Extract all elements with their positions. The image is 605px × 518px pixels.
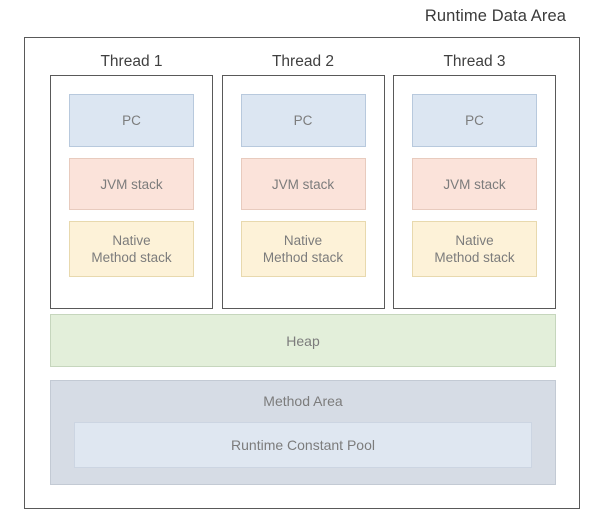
native-method-stack-text-3: Native Method stack: [434, 232, 514, 266]
thread-label-1: Thread 1: [100, 53, 163, 70]
method-area-block: Method Area Runtime Constant Pool: [50, 380, 556, 485]
native-line-1: Native: [112, 233, 151, 248]
jvm-stack-block-2: JVM stack: [240, 158, 366, 210]
native-line-2: Method stack: [262, 250, 344, 265]
thread-column-2: Thread 2 PC JVM stack Native Method stac…: [221, 49, 385, 309]
native-method-stack-block-3: Native Method stack: [412, 221, 537, 277]
thread-box-3: PC JVM stack Native Method stack: [393, 75, 556, 309]
pc-register-block-3: PC: [412, 94, 537, 147]
jvm-stack-block-3: JVM stack: [412, 158, 537, 210]
threads-row: Thread 1 PC JVM stack Native Method stac…: [50, 49, 556, 309]
thread-box-2: PC JVM stack Native Method stack: [221, 75, 385, 309]
thread-label-2: Thread 2: [271, 53, 335, 70]
runtime-constant-pool-block: Runtime Constant Pool: [74, 422, 532, 468]
heap-block: Heap: [50, 314, 556, 367]
native-line-1: Native: [455, 233, 494, 248]
native-method-stack-text-1: Native Method stack: [91, 232, 171, 266]
pc-register-block-1: PC: [69, 94, 194, 147]
native-method-stack-block-2: Native Method stack: [240, 221, 366, 277]
thread-label-3: Thread 3: [443, 53, 506, 70]
diagram-title: Runtime Data Area: [424, 7, 566, 25]
method-area-label: Method Area: [263, 393, 343, 409]
thread-box-1: PC JVM stack Native Method stack: [50, 75, 213, 309]
thread-column-1: Thread 1 PC JVM stack Native Method stac…: [50, 49, 213, 309]
thread-column-3: Thread 3 PC JVM stack Native Method stac…: [393, 49, 556, 309]
pc-register-block-2: PC: [240, 94, 366, 147]
native-line-2: Method stack: [91, 250, 172, 265]
native-method-stack-block-1: Native Method stack: [69, 221, 194, 277]
native-line-1: Native: [283, 233, 323, 248]
runtime-data-area-frame: Thread 1 PC JVM stack Native Method stac…: [24, 37, 580, 509]
jvm-stack-block-1: JVM stack: [69, 158, 194, 210]
native-method-stack-text-2: Native Method stack: [263, 232, 343, 266]
native-line-2: Method stack: [434, 250, 515, 265]
